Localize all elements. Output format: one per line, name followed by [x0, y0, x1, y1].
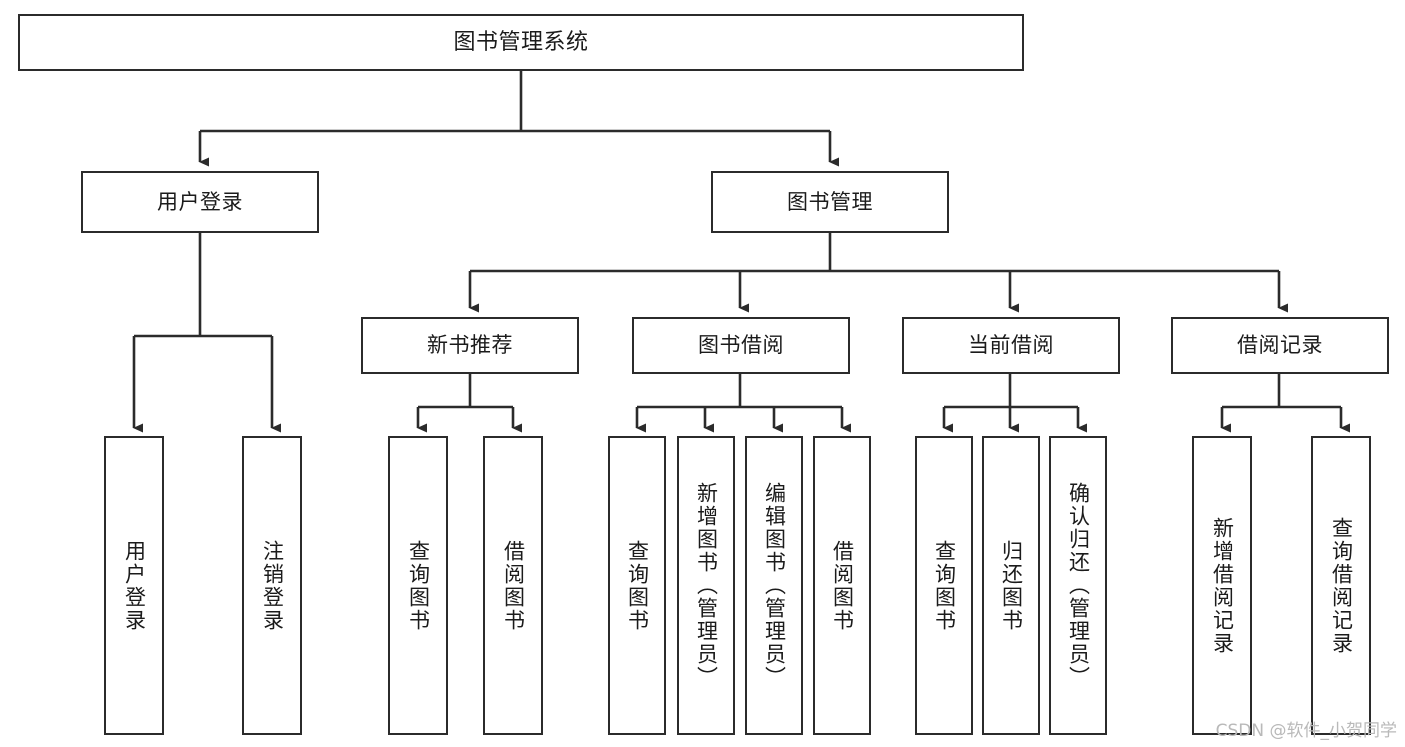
leaf-query-record[interactable]: 查询借阅记录	[1311, 436, 1371, 735]
node-book-borrow-label: 图书借阅	[698, 333, 784, 358]
node-book-manage[interactable]: 图书管理	[711, 171, 949, 233]
node-borrow-record-label: 借阅记录	[1237, 333, 1323, 358]
leaf-query-book-2[interactable]: 查询图书	[608, 436, 666, 735]
leaf-query-book-3-label: 查询图书	[932, 539, 957, 632]
node-current-borrow[interactable]: 当前借阅	[902, 317, 1120, 374]
leaf-add-book[interactable]: 新增图书（管理员）	[677, 436, 735, 735]
leaf-borrow-book-2[interactable]: 借阅图书	[813, 436, 871, 735]
node-user-login[interactable]: 用户登录	[81, 171, 319, 233]
leaf-logout[interactable]: 注销登录	[242, 436, 302, 735]
leaf-query-book-2-label: 查询图书	[625, 539, 650, 632]
leaf-user-login[interactable]: 用户登录	[104, 436, 164, 735]
node-user-login-label: 用户登录	[157, 189, 243, 214]
leaf-add-record-label: 新增借阅记录	[1210, 516, 1235, 655]
node-new-book-recommend[interactable]: 新书推荐	[361, 317, 579, 374]
leaf-query-book-3[interactable]: 查询图书	[915, 436, 973, 735]
leaf-borrow-book-1[interactable]: 借阅图书	[483, 436, 543, 735]
leaf-user-login-label: 用户登录	[122, 539, 147, 632]
node-book-manage-label: 图书管理	[787, 189, 873, 214]
leaf-query-book-1-label: 查询图书	[406, 539, 431, 632]
leaf-edit-book[interactable]: 编辑图书（管理员）	[745, 436, 803, 735]
watermark-text: CSDN @软件_小贺同学	[1215, 721, 1397, 741]
leaf-borrow-book-2-label: 借阅图书	[830, 539, 855, 632]
node-root-system-label: 图书管理系统	[453, 29, 589, 55]
leaf-query-record-label: 查询借阅记录	[1329, 516, 1354, 655]
leaf-borrow-book-1-label: 借阅图书	[501, 539, 526, 632]
node-borrow-record[interactable]: 借阅记录	[1171, 317, 1389, 374]
node-current-borrow-label: 当前借阅	[968, 333, 1054, 358]
node-new-book-recommend-label: 新书推荐	[427, 333, 513, 358]
leaf-add-book-label: 新增图书（管理员）	[694, 482, 719, 689]
leaf-logout-label: 注销登录	[260, 539, 285, 632]
leaf-return-book[interactable]: 归还图书	[982, 436, 1040, 735]
leaf-query-book-1[interactable]: 查询图书	[388, 436, 448, 735]
node-root-system[interactable]: 图书管理系统	[18, 14, 1024, 71]
node-book-borrow[interactable]: 图书借阅	[632, 317, 850, 374]
leaf-edit-book-label: 编辑图书（管理员）	[762, 482, 787, 689]
leaf-return-book-label: 归还图书	[999, 539, 1024, 632]
leaf-confirm-return[interactable]: 确认归还（管理员）	[1049, 436, 1107, 735]
leaf-confirm-return-label: 确认归还（管理员）	[1066, 482, 1091, 689]
leaf-add-record[interactable]: 新增借阅记录	[1192, 436, 1252, 735]
